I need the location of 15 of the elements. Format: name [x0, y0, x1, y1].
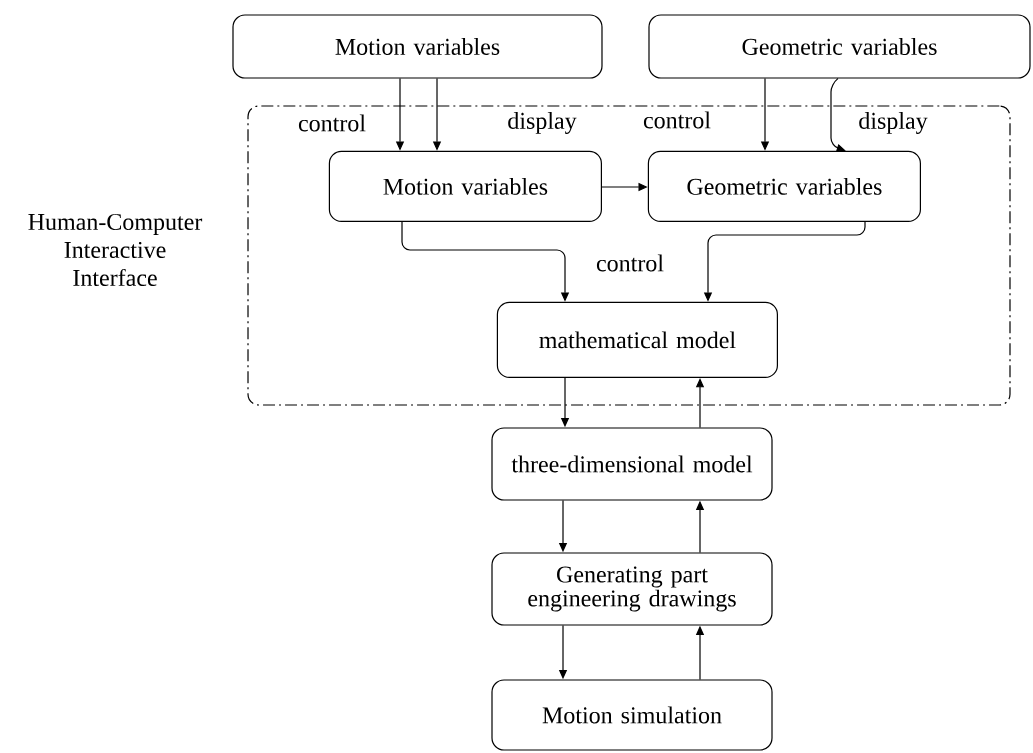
arrow: [830, 78, 846, 152]
region-heading: Human-Computer Interactive Interface: [28, 213, 203, 287]
process-box: Motion variables: [232, 14, 603, 79]
process-box: Motion simulation: [491, 679, 773, 751]
process-box: Motion variables: [328, 150, 602, 222]
edge-label: control: [641, 110, 713, 130]
edge-label: display: [857, 110, 929, 136]
edge-label: display: [506, 110, 578, 136]
edge-label: control: [594, 253, 666, 273]
edge-label: control: [296, 113, 368, 133]
process-box: Geometric variables: [648, 14, 1031, 79]
process-box: Geometric variables: [647, 150, 921, 222]
process-box: three-dimensional model: [491, 427, 773, 501]
process-box: Generating part engineering drawings: [491, 552, 773, 626]
process-box: mathematical model: [496, 301, 778, 378]
